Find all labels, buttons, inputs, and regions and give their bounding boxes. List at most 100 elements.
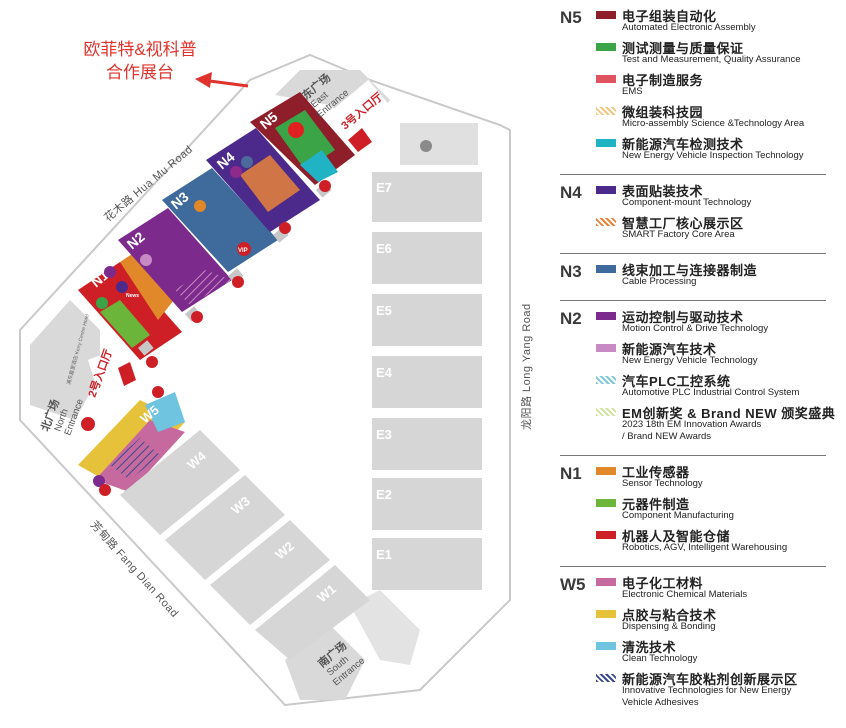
hall-e7[interactable]	[372, 172, 482, 222]
legend-item-zh: 机器人及智能仓储	[622, 529, 731, 544]
mic-icon	[96, 297, 108, 309]
legend-swatch	[596, 139, 616, 147]
hall-e7-annex[interactable]	[400, 123, 478, 165]
hall-n1[interactable]	[78, 242, 182, 360]
legend-item-en2: Vehicle Adhesives	[622, 697, 699, 708]
legend-item-en: Motion Control & Drive Technology	[622, 323, 769, 334]
map-icons	[81, 122, 432, 496]
legend-divider	[560, 300, 826, 301]
legend-item-zh: 新能源汽车技术	[622, 342, 717, 357]
legend-swatch	[596, 499, 616, 507]
legend-item-zh: EM创新奖 & Brand NEW 颁奖盛典	[622, 406, 836, 421]
hall-w2[interactable]	[210, 520, 330, 625]
legend-group-id: N5	[560, 8, 582, 27]
legend-divider	[560, 174, 826, 175]
legend-item-en: Test and Measurement, Quality Assurance	[622, 54, 801, 65]
hall-e4[interactable]	[372, 356, 482, 408]
hall-n4[interactable]	[206, 128, 320, 232]
hall-label-e3: E3	[376, 427, 392, 442]
hall-w3[interactable]	[165, 475, 285, 580]
hall-e1[interactable]	[372, 538, 482, 590]
north-entrance-plaza	[30, 300, 100, 420]
legend-item-en: Cable Processing	[622, 276, 697, 287]
legend-group-id: N4	[560, 183, 582, 202]
hall-n2[interactable]	[118, 208, 232, 312]
legend-group-id: W5	[560, 575, 586, 594]
legend-item-en: Automated Electronic Assembly	[622, 22, 756, 33]
mic-icon-w5	[93, 475, 105, 487]
promo-line-2: 合作展台	[106, 63, 174, 82]
legend-item-zh: 新能源汽车检测技术	[622, 137, 744, 152]
legend-item-en: SMART Factory Core Area	[622, 229, 735, 240]
legend-item-zh: 智慧工厂核心展示区	[622, 216, 744, 231]
hall-label-e5: E5	[376, 303, 392, 318]
hall-e2[interactable]	[372, 478, 482, 530]
hall-e5[interactable]	[372, 294, 482, 346]
legend-item-zh: 工业传感器	[622, 465, 690, 480]
legend-swatch	[596, 344, 616, 352]
legend-item-en: 2023 18th EM Innovation Awards	[622, 419, 762, 430]
legend-swatch	[596, 75, 616, 83]
legend-item-zh: 线束加工与连接器制造	[622, 263, 758, 278]
legend-item-en: Dispensing & Bonding	[622, 621, 716, 632]
south-connector	[350, 590, 420, 665]
star-icon	[116, 281, 128, 293]
legend-item-zh: 清洗技术	[622, 640, 677, 655]
vip-badge: VIP	[238, 248, 248, 254]
legend-group-id: N1	[560, 464, 582, 483]
legend-swatch	[596, 376, 616, 384]
legend-swatch	[596, 674, 616, 682]
hall-e6[interactable]	[372, 232, 482, 284]
legend-swatch	[596, 467, 616, 475]
legend-item-en: Component Manufacturing	[622, 510, 734, 521]
legend-item-en: Robotics, AGV, Intelligent Warehousing	[622, 542, 788, 553]
legend-item-zh: 微组装科技园	[622, 105, 704, 120]
legend-item-en: Automotive PLC Industrial Control System	[622, 387, 800, 398]
mic-icon-n4	[230, 166, 242, 178]
road-fang-dian: 芳甸路 Fang Dian Road	[88, 518, 182, 620]
hall-label-e4: E4	[376, 365, 393, 380]
road-long-yang: 龙阳路 Long Yang Road	[520, 303, 533, 430]
legend-item-en: Micro-assembly Science &Technology Area	[622, 118, 805, 129]
promo-line-1: 欧菲特&视科普	[83, 40, 197, 59]
legend-item-zh: 测试测量与质量保证	[622, 41, 744, 56]
hall-w1[interactable]	[255, 565, 370, 660]
grid-icon	[99, 484, 111, 496]
legend-swatch	[596, 43, 616, 51]
legend-swatch	[596, 11, 616, 19]
legend-item-zh: 汽车PLC工控系统	[622, 374, 731, 389]
hall-e3[interactable]	[372, 418, 482, 470]
lens-icon	[288, 122, 304, 138]
venue-outline	[19, 53, 511, 707]
hall-w4[interactable]	[120, 430, 240, 535]
hall-w5[interactable]	[78, 392, 185, 492]
legend-group-id: N3	[560, 262, 582, 281]
hall-label-e2: E2	[376, 487, 392, 502]
legend-divider	[560, 566, 826, 567]
legend-swatch	[596, 578, 616, 586]
legend-item-zh: 表面贴装技术	[622, 184, 704, 199]
legend-item-zh: 电子化工材料	[622, 576, 704, 591]
legend-item-zh: 电子组装自动化	[622, 9, 717, 24]
legend-divider	[560, 253, 826, 254]
south-entrance-plaza	[285, 625, 365, 700]
crown-icon	[104, 266, 116, 278]
news-badge: News	[126, 293, 139, 299]
legend-item-zh: 电子制造服务	[622, 73, 704, 88]
promo-callout: 欧菲特&视科普 合作展台	[40, 38, 240, 84]
